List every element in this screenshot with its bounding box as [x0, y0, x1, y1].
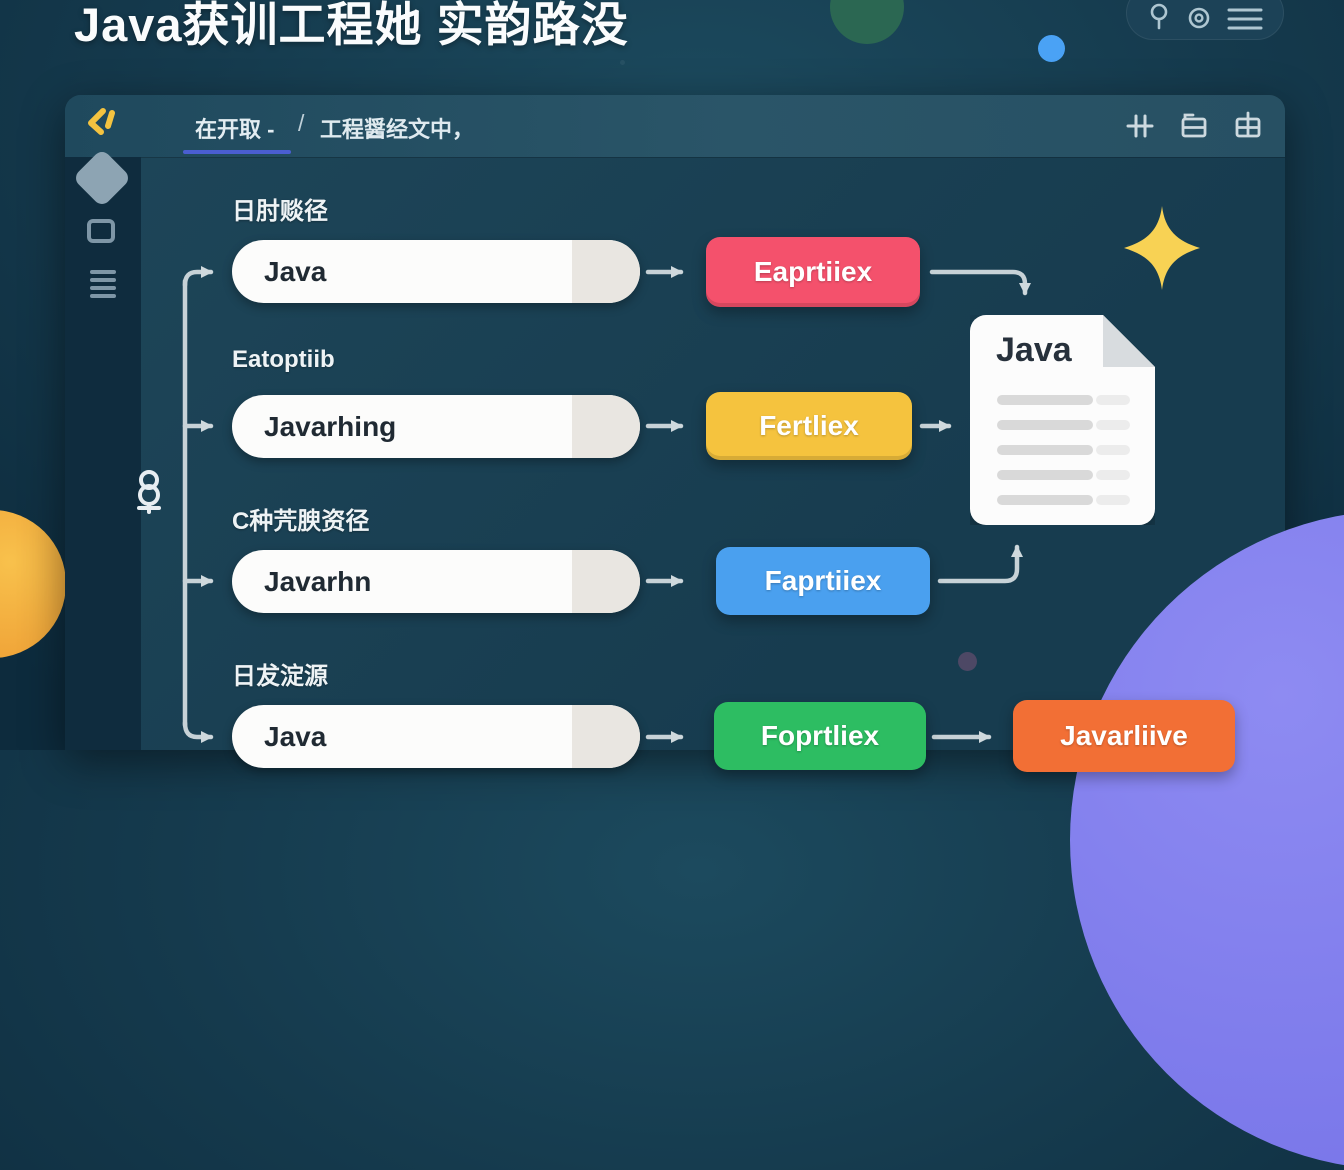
- row-label-1: 日肘赕径: [232, 198, 328, 225]
- page-title: Java获训工程她 实韵路没: [74, 0, 629, 51]
- input-end-segment: [572, 705, 640, 768]
- bg-speck: [620, 60, 625, 65]
- deco-orange-circle: [0, 510, 66, 658]
- pretzel-icon: [133, 467, 165, 515]
- deco-small-dot: [958, 652, 977, 671]
- document-card: Java: [970, 315, 1155, 525]
- page-fold-corner: [1103, 315, 1155, 367]
- deco-green-circle: [830, 0, 904, 44]
- row-label-4: 日犮淀源: [232, 663, 328, 690]
- document-text-lines: [997, 395, 1130, 520]
- hash-slider-icon[interactable]: [1123, 109, 1157, 143]
- input-pill-4: [232, 705, 640, 768]
- input-end-segment: [572, 550, 640, 613]
- window-grid-icon[interactable]: [1231, 109, 1265, 143]
- dial-icon[interactable]: [1186, 5, 1212, 31]
- action-button-5[interactable]: Javarliive: [1013, 700, 1235, 772]
- action-button-3[interactable]: Faprtiiex: [716, 547, 930, 615]
- document-title: Java: [996, 331, 1072, 369]
- pin-icon[interactable]: [1146, 1, 1172, 31]
- stacked-panels-icon[interactable]: [1177, 109, 1211, 143]
- action-button-2[interactable]: Fertliex: [706, 392, 912, 460]
- sidebar: [65, 157, 141, 750]
- input-pill-1: [232, 240, 640, 303]
- input-pill-2: [232, 395, 640, 458]
- deco-blue-dot: [1038, 35, 1065, 62]
- menu-icon[interactable]: [1226, 5, 1264, 31]
- tab-current[interactable]: 在开取 -: [195, 117, 275, 142]
- input-end-segment: [572, 240, 640, 303]
- row-label-2: Eatoptiib: [232, 346, 335, 373]
- app-window: 在开取 - / 工程醤经文中，: [65, 95, 1285, 770]
- sparkle-star-icon: [1124, 206, 1200, 290]
- breadcrumb-separator: /: [298, 110, 305, 136]
- active-tab-underline: [183, 150, 291, 154]
- row-label-3: C种苀腴资径: [232, 508, 370, 535]
- app-logo-icon: [79, 101, 123, 149]
- menu-lines-icon[interactable]: [90, 270, 116, 302]
- breadcrumb-path[interactable]: 工程醤经文中，: [320, 117, 475, 142]
- square-icon[interactable]: [87, 219, 115, 243]
- action-button-1[interactable]: Eaprtiiex: [706, 237, 920, 307]
- topbar-pill: [1126, 0, 1284, 40]
- action-button-4[interactable]: Foprtliex: [714, 702, 926, 770]
- window-header: [65, 95, 1285, 157]
- input-pill-3: [232, 550, 640, 613]
- input-end-segment: [572, 395, 640, 458]
